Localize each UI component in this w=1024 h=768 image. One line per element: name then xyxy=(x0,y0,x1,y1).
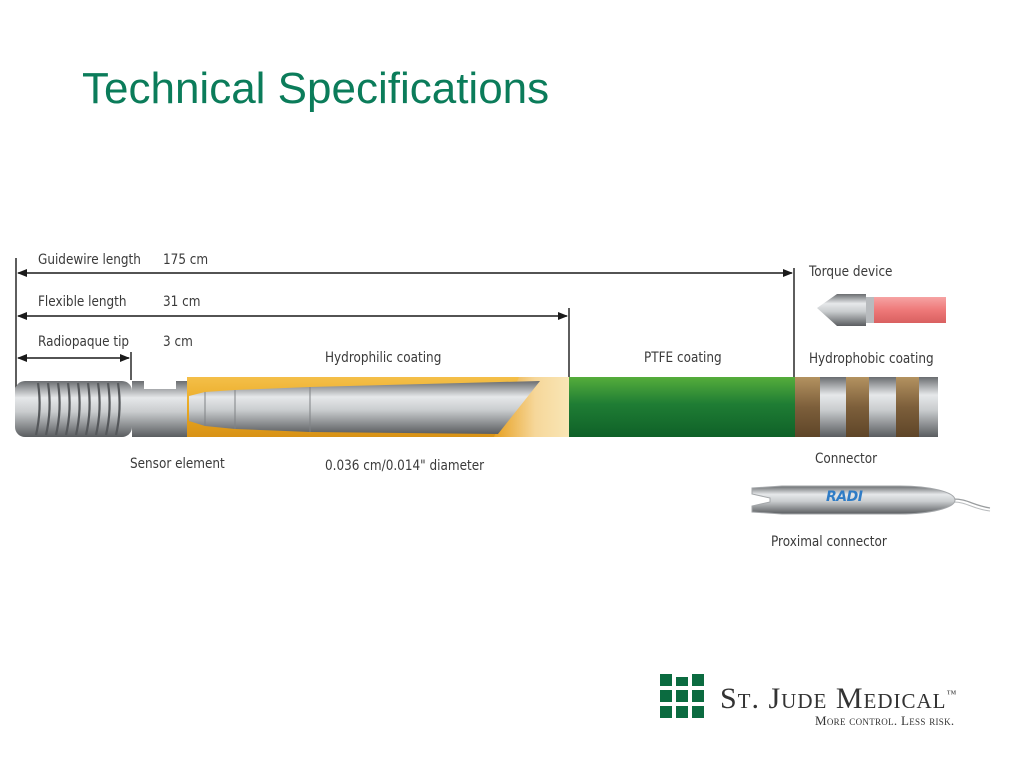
label-ptfe-coating: PTFE coating xyxy=(644,350,722,366)
slide-title: Technical Specifications xyxy=(82,64,550,113)
st-jude-logo-mark xyxy=(660,674,704,718)
label-connector: Connector xyxy=(815,451,878,467)
label-diameter: 0.036 cm/0.014" diameter xyxy=(325,458,485,474)
dimension-value-flexible-length: 31 cm xyxy=(163,294,201,310)
torque-device-icon xyxy=(817,294,946,326)
logo-tagline: More control. Less risk. xyxy=(815,713,955,728)
label-torque-device: Torque device xyxy=(809,264,893,280)
logo-name-text: St. Jude Medical xyxy=(720,682,947,715)
label-sensor-element: Sensor element xyxy=(130,456,225,472)
logo-wordmark: St. Jude Medical™ xyxy=(720,682,957,716)
connector-brand-text: RADI xyxy=(826,489,863,505)
radiopaque-coil-tip xyxy=(15,381,132,437)
hydrophobic-section xyxy=(795,377,938,437)
dimension-value-radiopaque-tip: 3 cm xyxy=(163,334,193,350)
dimension-label-flexible-length: Flexible length xyxy=(38,294,127,310)
dimension-label-guidewire-length: Guidewire length xyxy=(38,252,141,268)
proximal-connector-icon xyxy=(751,485,991,515)
hydrophilic-section xyxy=(187,377,569,437)
ptfe-section xyxy=(569,377,795,437)
label-proximal-connector: Proximal connector xyxy=(771,534,887,550)
label-hydrophobic-coating: Hydrophobic coating xyxy=(809,351,934,367)
dimension-label-radiopaque-tip: Radiopaque tip xyxy=(38,334,130,350)
logo-trademark: ™ xyxy=(946,689,958,700)
sensor-element-housing xyxy=(132,381,190,437)
dimension-lines xyxy=(15,258,795,392)
dimension-value-guidewire-length: 175 cm xyxy=(163,252,209,268)
st-jude-medical-logo: St. Jude Medical™ More control. Less ris… xyxy=(659,674,979,728)
label-hydrophilic-coating: Hydrophilic coating xyxy=(325,350,442,366)
